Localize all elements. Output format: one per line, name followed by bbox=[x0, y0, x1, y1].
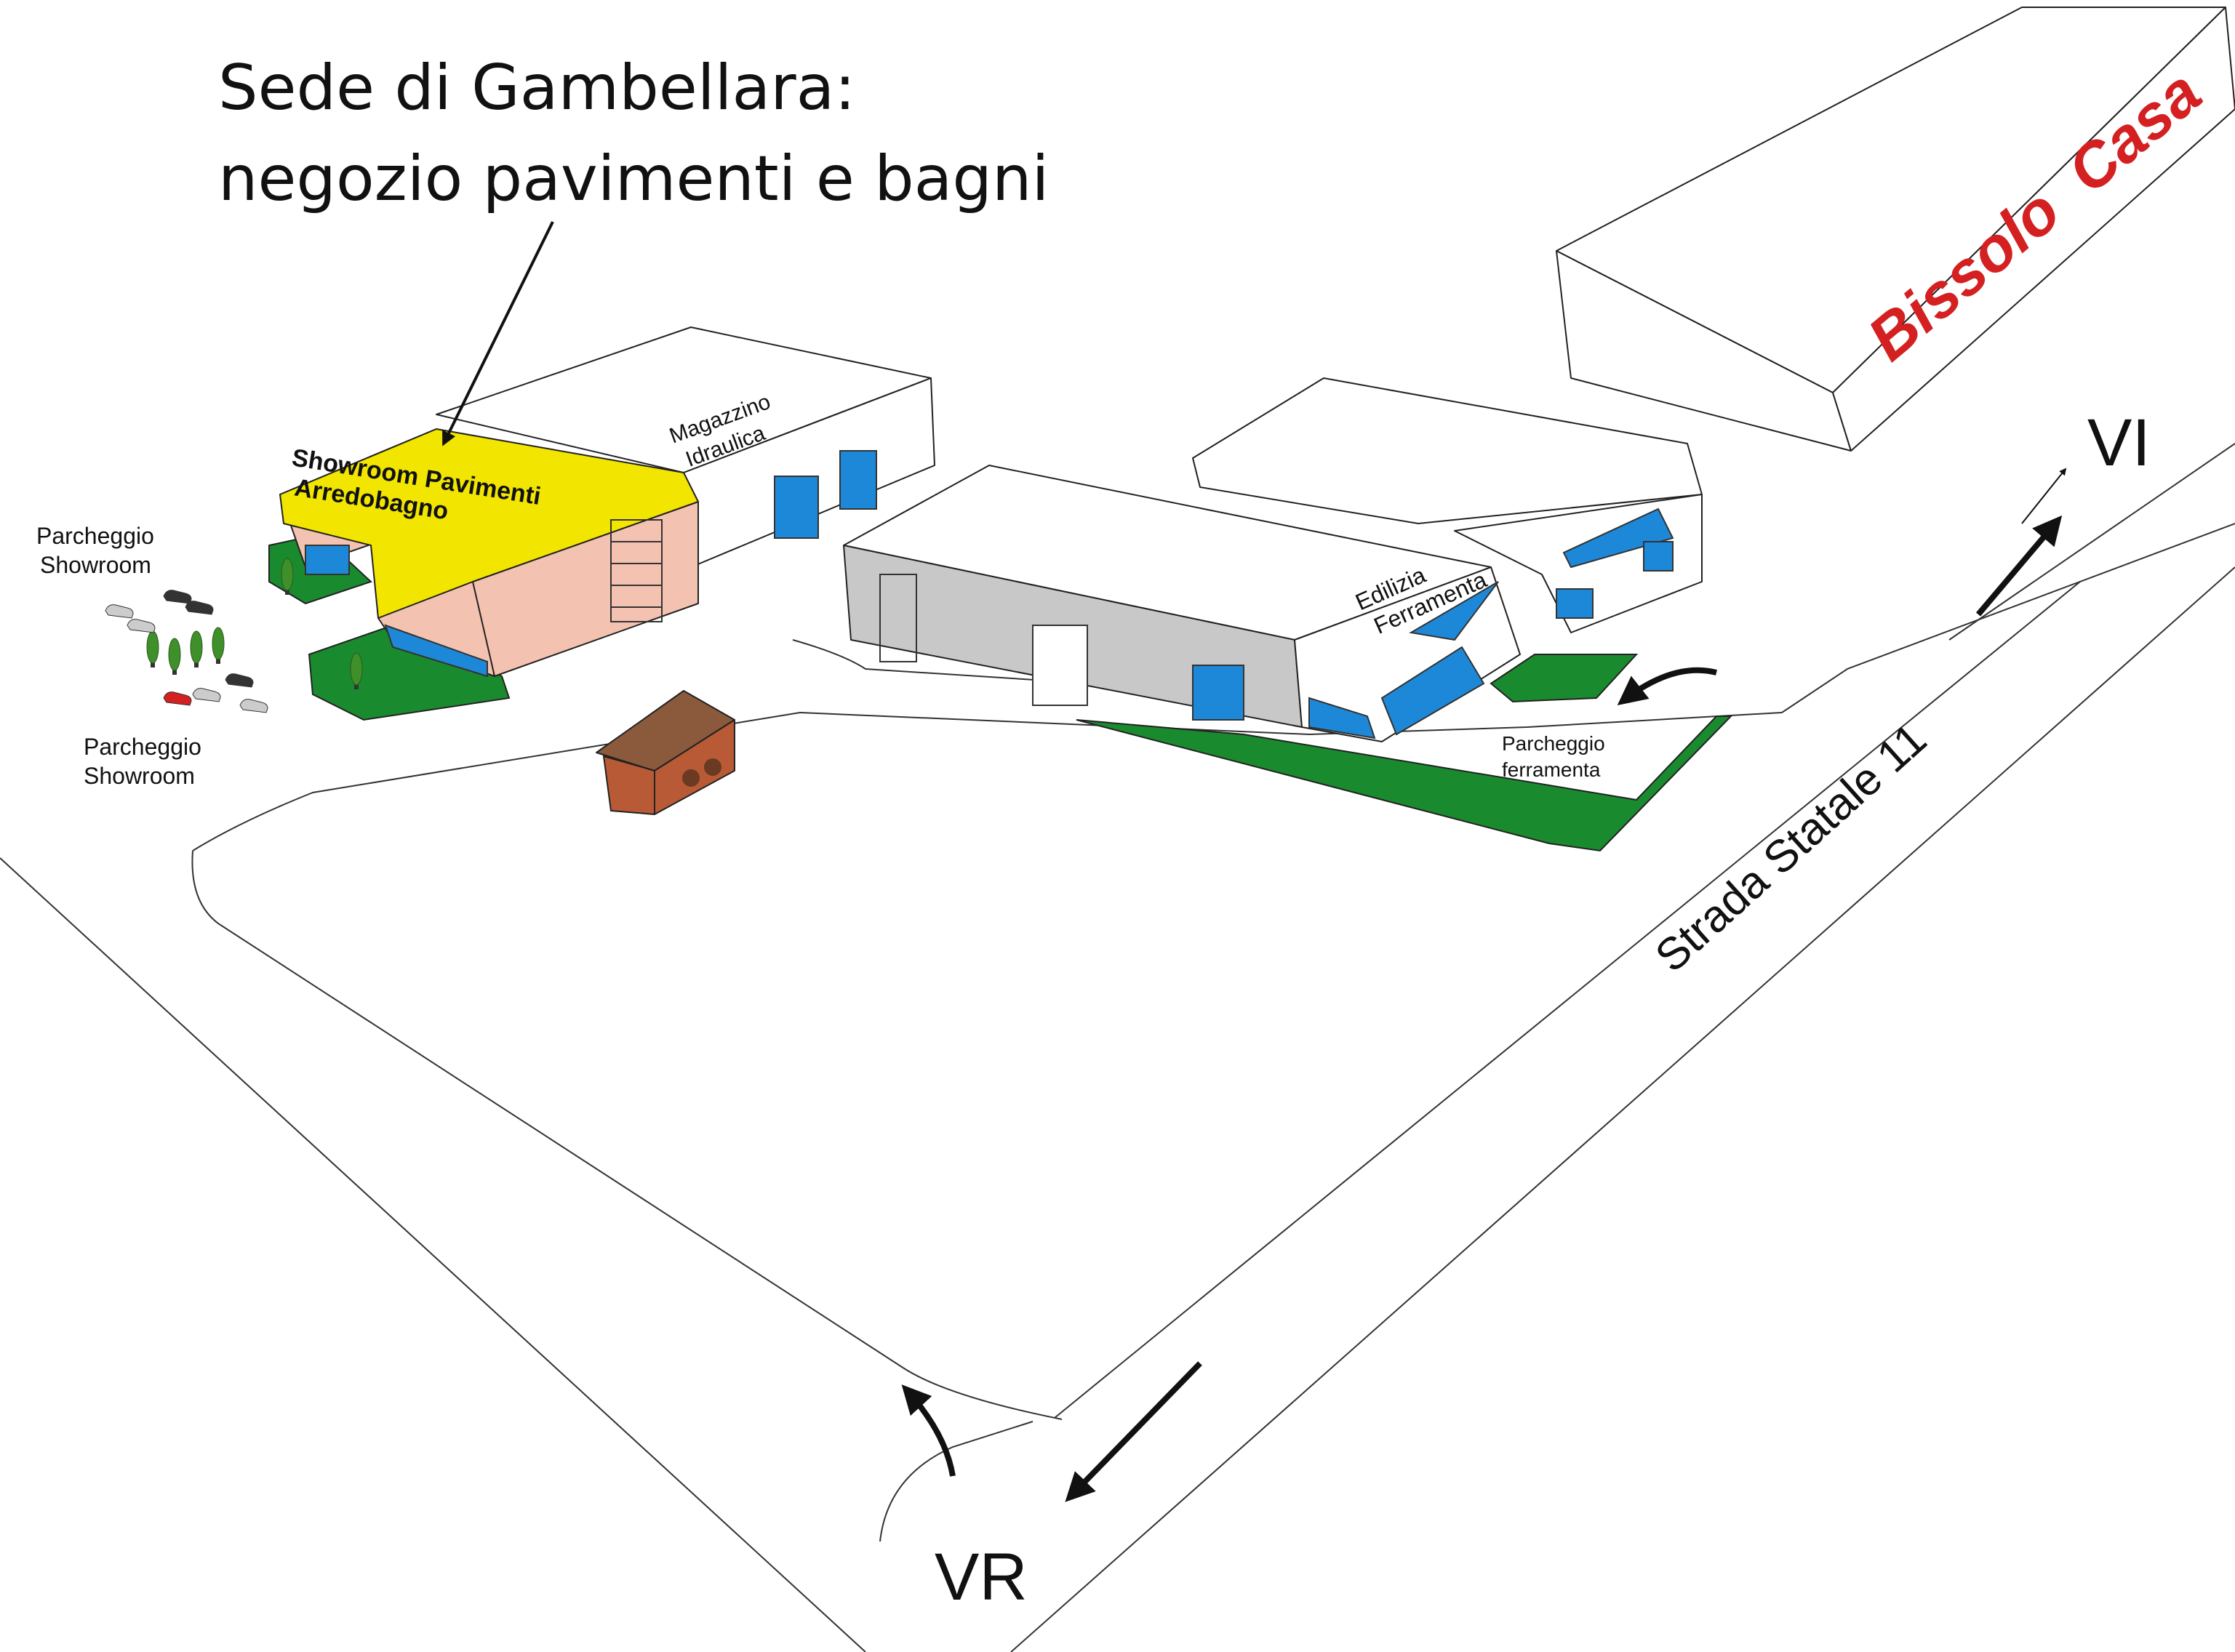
parking-hardware-2: ferramenta bbox=[1502, 758, 1601, 781]
hardware-building bbox=[843, 377, 1703, 742]
road-lines bbox=[0, 443, 2235, 1652]
road-ss11-inner-edge bbox=[1054, 581, 2081, 1419]
warehouse-building bbox=[436, 326, 935, 568]
hardware-door bbox=[1192, 665, 1244, 721]
arrow-turn-in-south bbox=[901, 1384, 956, 1477]
dest-verona: VR bbox=[935, 1540, 1028, 1614]
hardware-back-roof bbox=[1192, 377, 1703, 524]
headline-pointer-arrow bbox=[442, 221, 554, 446]
lawns bbox=[268, 533, 1733, 852]
brick-house bbox=[596, 690, 735, 815]
parking-hardware-1: Parcheggio bbox=[1502, 732, 1605, 755]
road-ss11-east-edge bbox=[1010, 566, 2235, 1652]
bissolo-casa-building bbox=[1556, 7, 2235, 452]
hardware-stair bbox=[879, 574, 917, 662]
arrow-turn-in-hardware bbox=[1617, 667, 1717, 705]
headline-line1: Sede di Gambellara: bbox=[218, 52, 855, 124]
parking-showroom-bottom-2: Showroom bbox=[84, 763, 195, 789]
headline-line2: negozio pavimenti e bagni bbox=[218, 143, 1049, 215]
hardware-garage-door bbox=[1032, 625, 1088, 706]
upper-road bbox=[1948, 443, 2235, 641]
showroom-parking-cars bbox=[105, 590, 268, 713]
parking-showroom-top-1: Parcheggio bbox=[36, 523, 154, 549]
road-west-edge bbox=[0, 857, 866, 1652]
hardware-driveway bbox=[792, 639, 1317, 699]
dest-vicenza: VI bbox=[2087, 406, 2151, 480]
showroom-roof bbox=[279, 428, 699, 619]
warehouse-door-2 bbox=[839, 450, 877, 510]
access-road-curve bbox=[879, 1421, 1033, 1542]
showroom-building bbox=[279, 428, 699, 678]
lot-boundary bbox=[191, 850, 1063, 1420]
arrow-to-vicenza bbox=[1975, 515, 2063, 617]
arrow-small-vicenza bbox=[2021, 468, 2067, 524]
arrows bbox=[442, 221, 2067, 1502]
arrow-from-vicenza bbox=[1065, 1361, 1202, 1502]
showroom-window-1 bbox=[305, 545, 350, 575]
showroom-window-2 bbox=[384, 624, 488, 678]
lawn-hardware-strip bbox=[1076, 715, 1733, 852]
showroom-stair bbox=[610, 519, 663, 622]
upper-lot bbox=[1781, 523, 2235, 713]
parking-showroom-bottom-1: Parcheggio bbox=[84, 734, 201, 760]
parking-showroom-top-2: Showroom bbox=[40, 552, 151, 578]
lawn-hardware-corner bbox=[1490, 654, 1639, 703]
warehouse-door-1 bbox=[774, 476, 819, 539]
